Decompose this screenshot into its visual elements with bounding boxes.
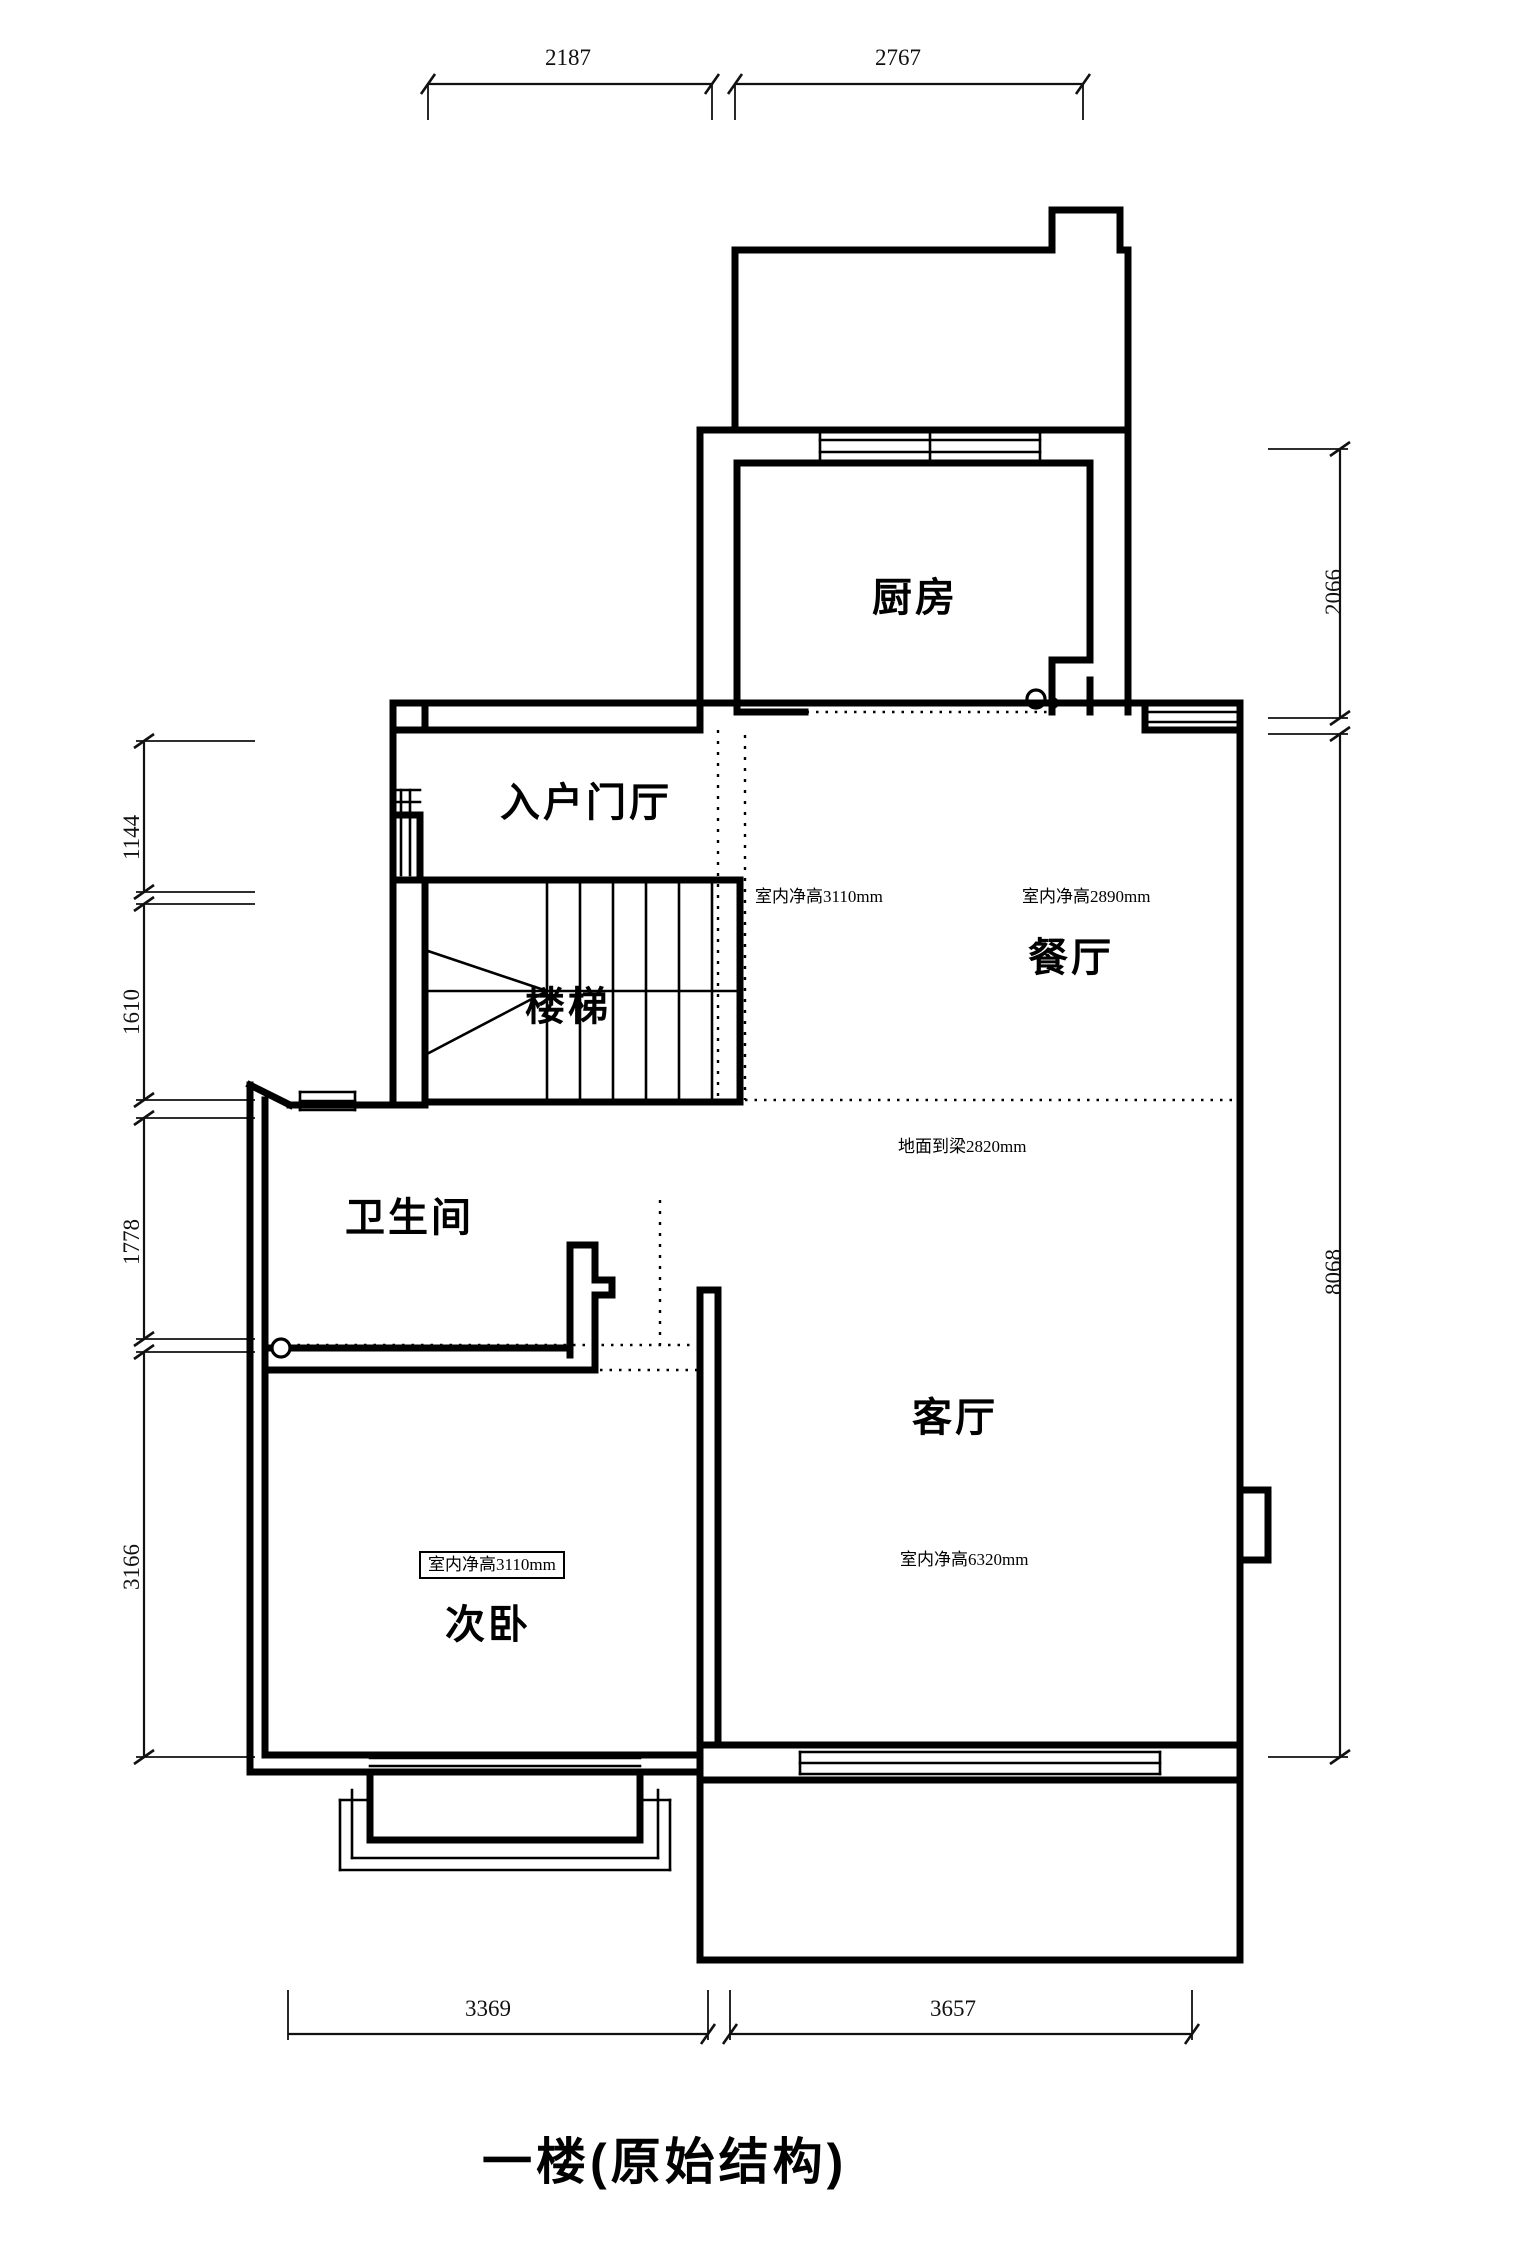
note-bedroom-ceiling-height: 室内净高3110mm [419,1551,565,1579]
living-balcony-door [696,1750,1244,1784]
room-label-entry-hall: 入户门厅 [500,781,672,825]
note-entry-ceiling-height: 室内净高3110mm [755,887,883,906]
beam-dotted-lines [658,730,1235,1345]
room-label-dining: 餐厅 [1028,936,1114,980]
room-label-stairs: 楼梯 [525,985,611,1029]
right-dimension-group [1268,440,1351,1766]
bathroom-walls [261,1106,700,1374]
bedroom-window-band [368,1756,642,1768]
room-label-bedroom: 次卧 [445,1603,531,1647]
note-floor-to-beam-height: 地面到梁2820mm [898,1137,1027,1156]
entry-hall-walls [389,699,704,884]
main-right-outer-walls [696,699,1272,1749]
dimension-left-1: 1144 [119,814,144,860]
note-living-ceiling-height: 室内净高6320mm [900,1550,1029,1569]
dimension-right-1: 2066 [1321,569,1346,615]
bedroom-bay-window [338,1768,672,1872]
left-wing-outer-walls [245,1080,704,1776]
left-dimension-group [133,732,255,1766]
dimension-top-2: 2767 [875,45,921,70]
bedroom-partition-wall [696,1286,722,1759]
note-dining-ceiling-height: 室内净高2890mm [1022,887,1151,906]
dimension-bottom-1: 3369 [465,1996,511,2021]
plan-title: 一楼(原始结构) [482,2134,848,2190]
dimension-left-4: 3166 [119,1544,144,1590]
room-label-bathroom: 卫生间 [345,1196,474,1240]
dimension-left-3: 1778 [119,1219,144,1265]
top-dimension-group [419,73,1092,120]
room-label-kitchen: 厨房 [872,576,958,620]
dimension-left-2: 1610 [119,989,144,1035]
dimension-top-1: 2187 [545,45,591,70]
kitchen-walls [696,426,1132,716]
kitchen-balcony-walls [696,206,1132,434]
room-label-living: 客厅 [912,1396,998,1440]
stair-treads [424,880,740,1102]
dimension-bottom-2: 3657 [930,1996,976,2021]
bottom-dimension-group [287,1990,1201,2045]
dimension-right-2: 8068 [1321,1249,1346,1295]
